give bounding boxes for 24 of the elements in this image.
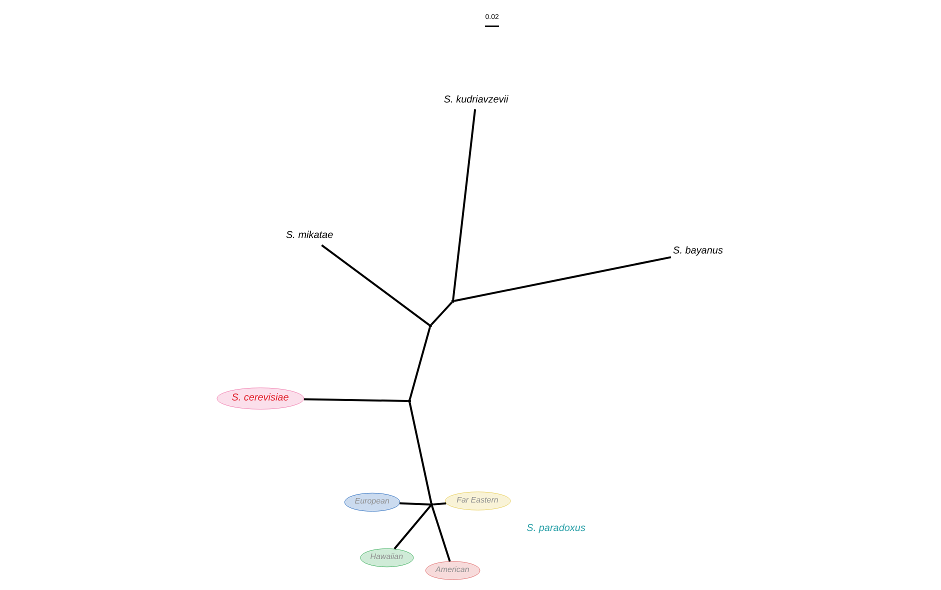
connector bbox=[430, 302, 452, 326]
node-point bbox=[429, 502, 433, 506]
node-text: S. mikatae bbox=[286, 230, 333, 242]
node-ellipse: European bbox=[344, 492, 400, 512]
connector bbox=[320, 244, 430, 326]
connector bbox=[393, 505, 431, 550]
connector bbox=[430, 506, 450, 562]
connector bbox=[408, 327, 430, 400]
node-ellipse: Far Eastern bbox=[444, 492, 510, 510]
connector bbox=[454, 256, 671, 302]
node-point bbox=[450, 300, 454, 303]
connector bbox=[432, 502, 446, 506]
label: S. paradoxus bbox=[526, 522, 585, 534]
connector bbox=[452, 109, 476, 300]
node-text: S. bayanus bbox=[672, 246, 722, 257]
connector bbox=[408, 402, 432, 504]
node-ellipse: Hawaiian bbox=[360, 548, 414, 568]
node-point bbox=[407, 399, 411, 403]
node-ellipse: S. cerevisiae bbox=[216, 388, 304, 410]
node-point bbox=[428, 324, 432, 328]
connector bbox=[303, 398, 408, 402]
node-ellipse: American bbox=[424, 561, 480, 580]
node-text: S. kudriavzevii bbox=[443, 94, 508, 106]
connector bbox=[399, 502, 430, 506]
